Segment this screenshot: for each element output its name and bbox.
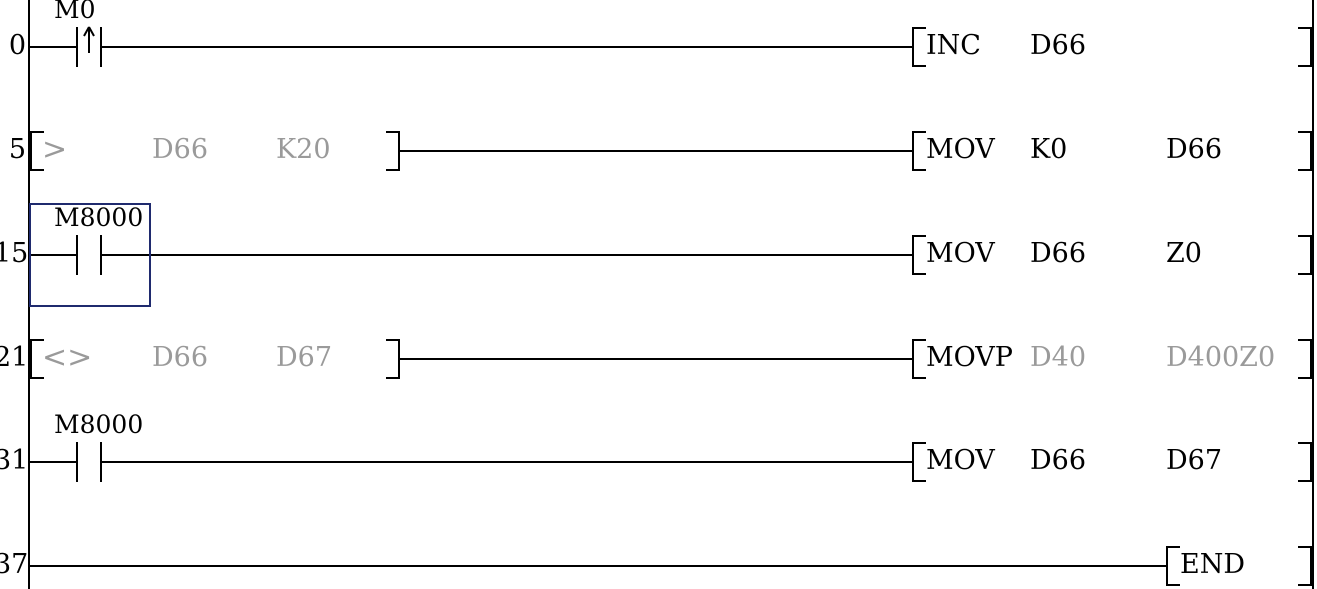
compare-operand-1: D66 <box>152 134 209 165</box>
instruction-close-bracket <box>1298 339 1312 379</box>
instruction-close-bracket <box>1298 27 1312 67</box>
contact-label: M8000 <box>54 203 144 232</box>
instruction-open-bracket <box>912 131 926 171</box>
rung-wire <box>102 254 912 256</box>
left-power-rail <box>28 0 30 589</box>
compare-operand-2: K20 <box>276 134 331 165</box>
contact-bar-right <box>100 235 102 275</box>
right-power-rail <box>1312 0 1314 589</box>
compare-open-bracket <box>30 339 44 379</box>
instruction-operand-1[interactable]: D40 <box>1030 342 1087 373</box>
contact-label: M8000 <box>54 410 144 439</box>
compare-symbol-not-equal: <> <box>42 340 93 375</box>
rung-wire <box>30 46 76 48</box>
contact-bar-left <box>76 235 78 275</box>
contact-bar-right <box>100 442 102 482</box>
step-number-5: 5 <box>8 134 26 165</box>
instruction-name-inc[interactable]: INC <box>926 30 981 61</box>
instruction-open-bracket <box>912 27 926 67</box>
instruction-name-movp[interactable]: MOVP <box>926 342 1013 373</box>
instruction-open-bracket <box>912 442 926 482</box>
instruction-operand-1[interactable]: K0 <box>1030 134 1068 165</box>
compare-operand-1: D66 <box>152 342 209 373</box>
step-number-31: 31 <box>0 445 29 476</box>
compare-operand-2: D67 <box>276 342 333 373</box>
contact-bar-left <box>76 27 78 67</box>
rung-wire <box>30 565 1166 567</box>
instruction-close-bracket <box>1298 131 1312 171</box>
rising-edge-arrow-icon <box>83 26 95 53</box>
contact-bar-right <box>100 27 102 67</box>
contact-m8000[interactable] <box>76 235 102 275</box>
rung-wire <box>400 150 912 152</box>
compare-symbol-greater-than: > <box>42 132 68 167</box>
step-number-21: 21 <box>0 342 29 373</box>
instruction-close-bracket <box>1298 235 1312 275</box>
instruction-name-end[interactable]: END <box>1180 549 1245 580</box>
instruction-close-bracket <box>1298 442 1312 482</box>
rung-wire <box>102 461 912 463</box>
compare-close-bracket <box>386 339 400 379</box>
contact-bar-left <box>76 442 78 482</box>
instruction-close-bracket <box>1298 546 1312 586</box>
step-number-37: 37 <box>0 549 29 580</box>
contact-m8000[interactable] <box>76 442 102 482</box>
instruction-open-bracket <box>912 235 926 275</box>
contact-label: M0 <box>54 0 96 24</box>
instruction-open-bracket <box>1166 546 1180 586</box>
instruction-operand-1[interactable]: D66 <box>1030 445 1087 476</box>
instruction-name-mov[interactable]: MOV <box>926 445 995 476</box>
compare-close-bracket <box>386 131 400 171</box>
instruction-operand-2[interactable]: D400Z0 <box>1166 342 1276 373</box>
compare-open-bracket <box>30 131 44 171</box>
rung-wire <box>400 358 912 360</box>
rung-wire <box>30 461 76 463</box>
instruction-operand-2[interactable]: D67 <box>1166 445 1223 476</box>
rung-wire <box>102 46 912 48</box>
step-number-0: 0 <box>8 30 26 61</box>
contact-m0[interactable] <box>76 26 102 67</box>
rung-wire <box>30 254 76 256</box>
instruction-name-mov[interactable]: MOV <box>926 134 995 165</box>
instruction-operand-1[interactable]: D66 <box>1030 238 1087 269</box>
instruction-name-mov[interactable]: MOV <box>926 238 995 269</box>
step-number-15: 15 <box>0 238 29 269</box>
instruction-operand-2[interactable]: Z0 <box>1166 238 1202 269</box>
instruction-operand-1[interactable]: D66 <box>1030 30 1087 61</box>
instruction-operand-2[interactable]: D66 <box>1166 134 1223 165</box>
instruction-open-bracket <box>912 339 926 379</box>
